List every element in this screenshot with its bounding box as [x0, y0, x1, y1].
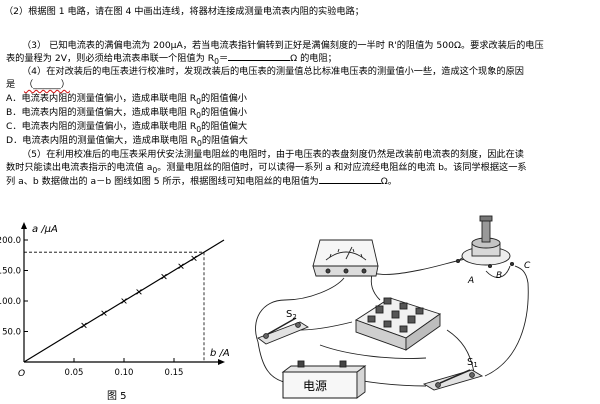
question-2: （2）根据图 1 电路，请在图 4 中画出连线，将器材连接成测量电流表内阻的实验… [4, 6, 364, 17]
question-5-line1: （5）在利用校准后的电压表采用伏安法测量电阻丝的电阻时，由于电压表的表盘刻度仍然… [22, 149, 524, 160]
wire [485, 265, 511, 278]
wire [356, 379, 427, 387]
option-b: B．电流表内阻的测量值偏大，造成串联电阻 R0的阻值偏小 [6, 107, 247, 120]
data-point [121, 298, 127, 304]
answer-paren[interactable]: （______） [23, 79, 70, 90]
potentiometer [455, 215, 515, 269]
terminal-c-label: C [524, 261, 531, 271]
option-a: A．电流表内阻的测量值偏小，造成串联电阻 R0的阻值偏小 [6, 93, 247, 106]
question-3-line1: （3） 已知电流表的满偏电流为 200μA，若当电流表指针偏转到正好是满偏刻度的… [22, 40, 544, 51]
wire [484, 265, 529, 377]
x-tick-label: 0.10 [115, 368, 134, 378]
a-b-graph: 50.0 100.0 150.0 200.0 0.05 0.10 0.15 a /μA b… [0, 222, 230, 402]
data-point [136, 289, 142, 295]
switch-s1-label: S1 [467, 357, 478, 369]
y-axis-arrow [21, 222, 27, 229]
x-axis-label: b /A [210, 348, 230, 359]
y-tick-label: 100.0 [0, 297, 21, 307]
wire [370, 273, 381, 301]
ammeter [312, 239, 379, 277]
option-c: C．电流表内阻的测量值偏小，造成串联电阻 R0的阻值偏大 [6, 121, 248, 134]
y-tick-label: 200.0 [0, 236, 21, 246]
x-tick-label: 0.05 [65, 368, 84, 378]
y-tick-label: 150.0 [0, 267, 21, 277]
switch-s2-label: S2 [286, 309, 297, 321]
x-axis-arrow [218, 359, 225, 365]
power-label: 电源 [303, 379, 327, 393]
y-axis-label: a /μA [32, 224, 58, 235]
switch-s2 [257, 317, 309, 345]
switch-s1 [422, 369, 484, 391]
resistance-box [354, 297, 441, 351]
answer-blank-r0[interactable] [228, 52, 291, 61]
question-4-line1: （4）在对改装后的电压表进行校准时，发现改装后的电压表的测量值总比标准电压表的测… [22, 66, 524, 77]
data-point [191, 255, 197, 262]
x-tick-label: 0.15 [165, 368, 184, 378]
question-5-line2: 数时只能读出电流表指示的电流值 a0。测量电阻丝的阻值时，可以读得一系列 a 和… [6, 162, 527, 175]
wire [257, 341, 285, 383]
wire [319, 344, 427, 359]
data-point [161, 273, 167, 280]
wire [299, 321, 353, 331]
question-3-line2: 表的量程为 2V，则必须给电流表串联一个阻值为 R0＝Ω 的电阻； [6, 52, 337, 66]
option-d: D．电流表内阻的测量值偏大，造成串联电阻 R0的阻值偏大 [6, 135, 248, 148]
wire [446, 329, 475, 373]
data-point [178, 263, 184, 269]
origin-label: O [18, 369, 25, 379]
y-tick-label: 50.0 [2, 328, 21, 338]
terminal-a-label: A [467, 276, 474, 286]
question-5-line3: 列 a、b 数据做出的 a－b 图线如图 5 所示，根据图线可知电阻丝的电阻值为… [6, 175, 397, 187]
wire [255, 277, 345, 343]
circuit-diagram [255, 215, 529, 399]
answer-blank-resistance[interactable] [318, 175, 381, 184]
figure-caption: 图 5 [107, 390, 127, 402]
question-4-line2: 是 （______） [6, 79, 70, 90]
terminal-b-label: B [496, 271, 502, 281]
data-point [101, 310, 107, 316]
power-supply[interactable] [281, 360, 367, 399]
wire [371, 257, 471, 275]
data-point [81, 322, 87, 329]
